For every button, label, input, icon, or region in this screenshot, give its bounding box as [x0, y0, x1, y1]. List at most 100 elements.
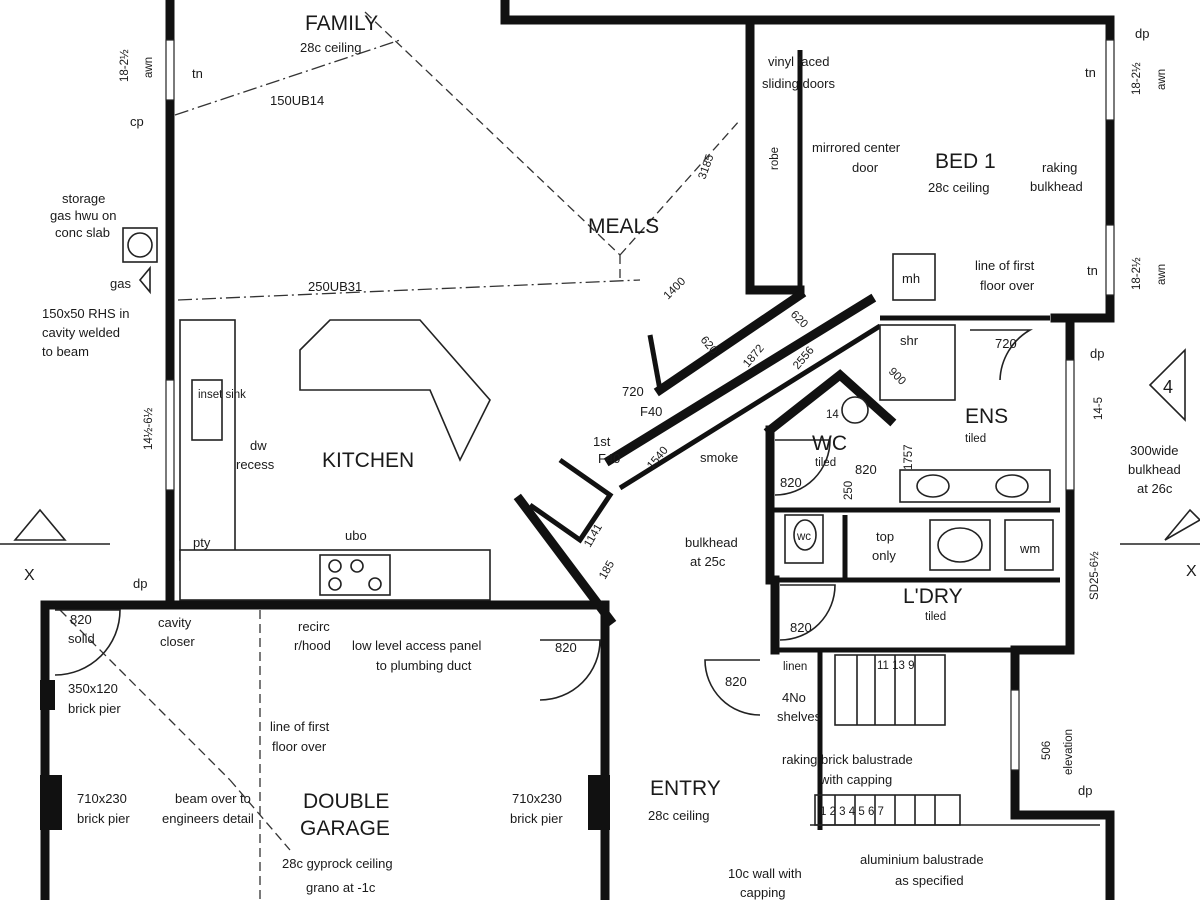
- beam-line-family: [174, 39, 401, 116]
- label-window-r1: 18-2½: [1131, 62, 1143, 95]
- wall-diagonal-hall-upper: [653, 288, 807, 397]
- label-x-right: X: [1186, 563, 1197, 580]
- label-wm: wm: [1019, 541, 1040, 556]
- label-beam-over-2: engineers detail: [162, 811, 254, 826]
- label-cavity-1: cavity: [158, 615, 192, 630]
- label-1757: 1757: [903, 444, 915, 470]
- basin-1: [916, 474, 950, 498]
- label-first-floor-g2: floor over: [272, 739, 327, 754]
- label-window-left-mid: 14½-6½: [143, 407, 155, 450]
- label-1400: 1400: [662, 276, 689, 303]
- label-dw-2: recess: [236, 457, 275, 472]
- label-alu-1: aluminium balustrade: [860, 852, 984, 867]
- wc-ensuite: [841, 396, 869, 424]
- gas-meter: [138, 265, 151, 295]
- label-820-solid-2: solid: [68, 631, 95, 646]
- label-tn-r2: tn: [1087, 263, 1098, 278]
- label-ubo: ubo: [345, 528, 367, 543]
- wall-hall-stub: [528, 457, 614, 544]
- label-820-wc: 820: [780, 475, 802, 490]
- room-ens: ENS: [965, 405, 1008, 428]
- wall-robe: [745, 20, 805, 295]
- room-double-garage-2: GARAGE: [300, 817, 390, 840]
- label-bulkhead-300-1: 300wide: [1130, 443, 1178, 458]
- hotplate-4: [368, 577, 382, 591]
- label-dp-r3: dp: [1078, 783, 1092, 798]
- room-double-garage-1: DOUBLE: [303, 790, 389, 813]
- north-arrow-number: 4: [1163, 377, 1173, 397]
- label-stair-top: 11 13 9: [877, 660, 915, 672]
- label-820-wc2: 820: [855, 462, 877, 477]
- basin-2: [995, 474, 1029, 498]
- meals-diagonal-a: [364, 11, 621, 256]
- label-linen-1: linen: [783, 661, 807, 673]
- label-rhs-1: 150x50 RHS in: [42, 306, 129, 321]
- label-cp-top: cp: [130, 114, 144, 129]
- label-rhs-3: to beam: [42, 344, 89, 359]
- ens-finish: tiled: [965, 433, 986, 445]
- label-linen-3: shelves: [777, 709, 822, 724]
- room-wc: WC: [812, 432, 847, 455]
- room-family: FAMILY: [305, 12, 378, 35]
- label-recirc-1: recirc: [298, 619, 330, 634]
- brick-pier-710-left: [40, 775, 62, 830]
- hot-water-unit-circle: [127, 232, 153, 258]
- label-bulkhead-300-3: at 26c: [1137, 481, 1173, 496]
- label-tn-r1: tn: [1085, 65, 1096, 80]
- window-stair: [1010, 689, 1020, 771]
- label-linen-2: 4No: [782, 690, 806, 705]
- label-window-left-top-sub: awn: [143, 57, 155, 78]
- label-gas: gas: [110, 276, 131, 291]
- label-smoke: smoke: [700, 450, 738, 465]
- shower-box: [879, 324, 956, 401]
- beam-line-kitchen: [177, 279, 641, 301]
- hotplate-1: [328, 559, 342, 573]
- wall-top-center: [500, 0, 725, 25]
- label-raking-bal-2: with capping: [819, 772, 892, 787]
- door-arc-ldry: [779, 584, 836, 641]
- window-kitchen: [165, 379, 175, 491]
- label-mirrored-1: mirrored center: [812, 140, 901, 155]
- section-marker-right: [1164, 508, 1200, 541]
- label-raking-bal-1: raking brick balustrade: [782, 752, 913, 767]
- wc-finish: tiled: [815, 457, 836, 469]
- label-mh: mh: [902, 271, 920, 286]
- label-storage-3: conc slab: [55, 225, 110, 240]
- label-620b: 620: [788, 309, 810, 331]
- room-laundry: L'DRY: [903, 585, 963, 608]
- label-alu-2: as specified: [895, 873, 964, 888]
- family-ceiling: 28c ceiling: [300, 40, 361, 55]
- label-820-entry: 820: [555, 640, 577, 655]
- laundry-finish: tiled: [925, 611, 946, 623]
- wall-bed1-north: [1035, 15, 1115, 323]
- label-dp-r1: dp: [1135, 26, 1149, 41]
- label-dw-1: dw: [250, 438, 267, 453]
- door-arc-ens: [970, 329, 1033, 381]
- wc-pan: [793, 519, 817, 551]
- label-14: 14: [826, 409, 839, 421]
- kitchen-island: [299, 319, 491, 462]
- label-window-left-top: 18-2½: [119, 49, 131, 82]
- stairs-upper: [834, 654, 946, 726]
- label-tn-left: tn: [192, 66, 203, 81]
- label-first-floor-g1: line of first: [270, 719, 330, 734]
- room-kitchen: KITCHEN: [322, 449, 414, 472]
- room-bed1: BED 1: [935, 150, 996, 173]
- label-robe: robe: [769, 147, 781, 170]
- door-arc-wc: [774, 439, 831, 496]
- label-820-solid-1: 820: [70, 612, 92, 627]
- label-cavity-2: closer: [160, 634, 195, 649]
- label-first-floor-1: line of first: [975, 258, 1035, 273]
- section-marker-left: [13, 508, 67, 541]
- label-window-r2: 18-2½: [1131, 257, 1143, 290]
- north-arrow: [1148, 348, 1186, 422]
- manhole: [892, 253, 936, 301]
- garage-ceiling-2: grano at -1c: [306, 880, 376, 895]
- label-dp-left: dp: [133, 576, 147, 591]
- label-f40-a: F40: [640, 404, 662, 419]
- door-arc-entry: [539, 639, 601, 701]
- room-meals: MEALS: [588, 215, 659, 238]
- door-arc-linen: [704, 659, 761, 716]
- label-recirc-2: r/hood: [294, 638, 331, 653]
- wall-diagonal-hall-lower: [513, 493, 617, 627]
